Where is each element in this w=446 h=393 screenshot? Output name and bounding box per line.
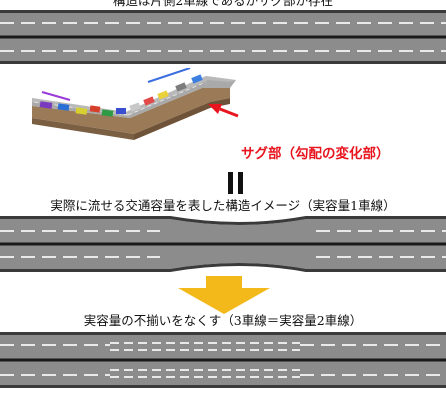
middle-caption: 実際に流せる交通容量を表した構造イメージ（実容量1車線） (50, 198, 396, 213)
down-arrow-icon (178, 276, 270, 314)
road-narrowing-diagram (0, 216, 446, 272)
road-three-lanes-diagram (0, 332, 446, 388)
equals-sign-icon (228, 172, 243, 194)
sag-section-illustration (32, 68, 239, 140)
bottom-caption: 実容量の不揃いをなくす（3車線＝実容量2車線） (83, 313, 363, 328)
road-two-lanes-diagram (0, 10, 446, 64)
sag-section-label: サグ部（勾配の変化部） (241, 146, 390, 162)
top-caption: 構造は片側2車線であるがサグ部が存在 (112, 0, 334, 8)
